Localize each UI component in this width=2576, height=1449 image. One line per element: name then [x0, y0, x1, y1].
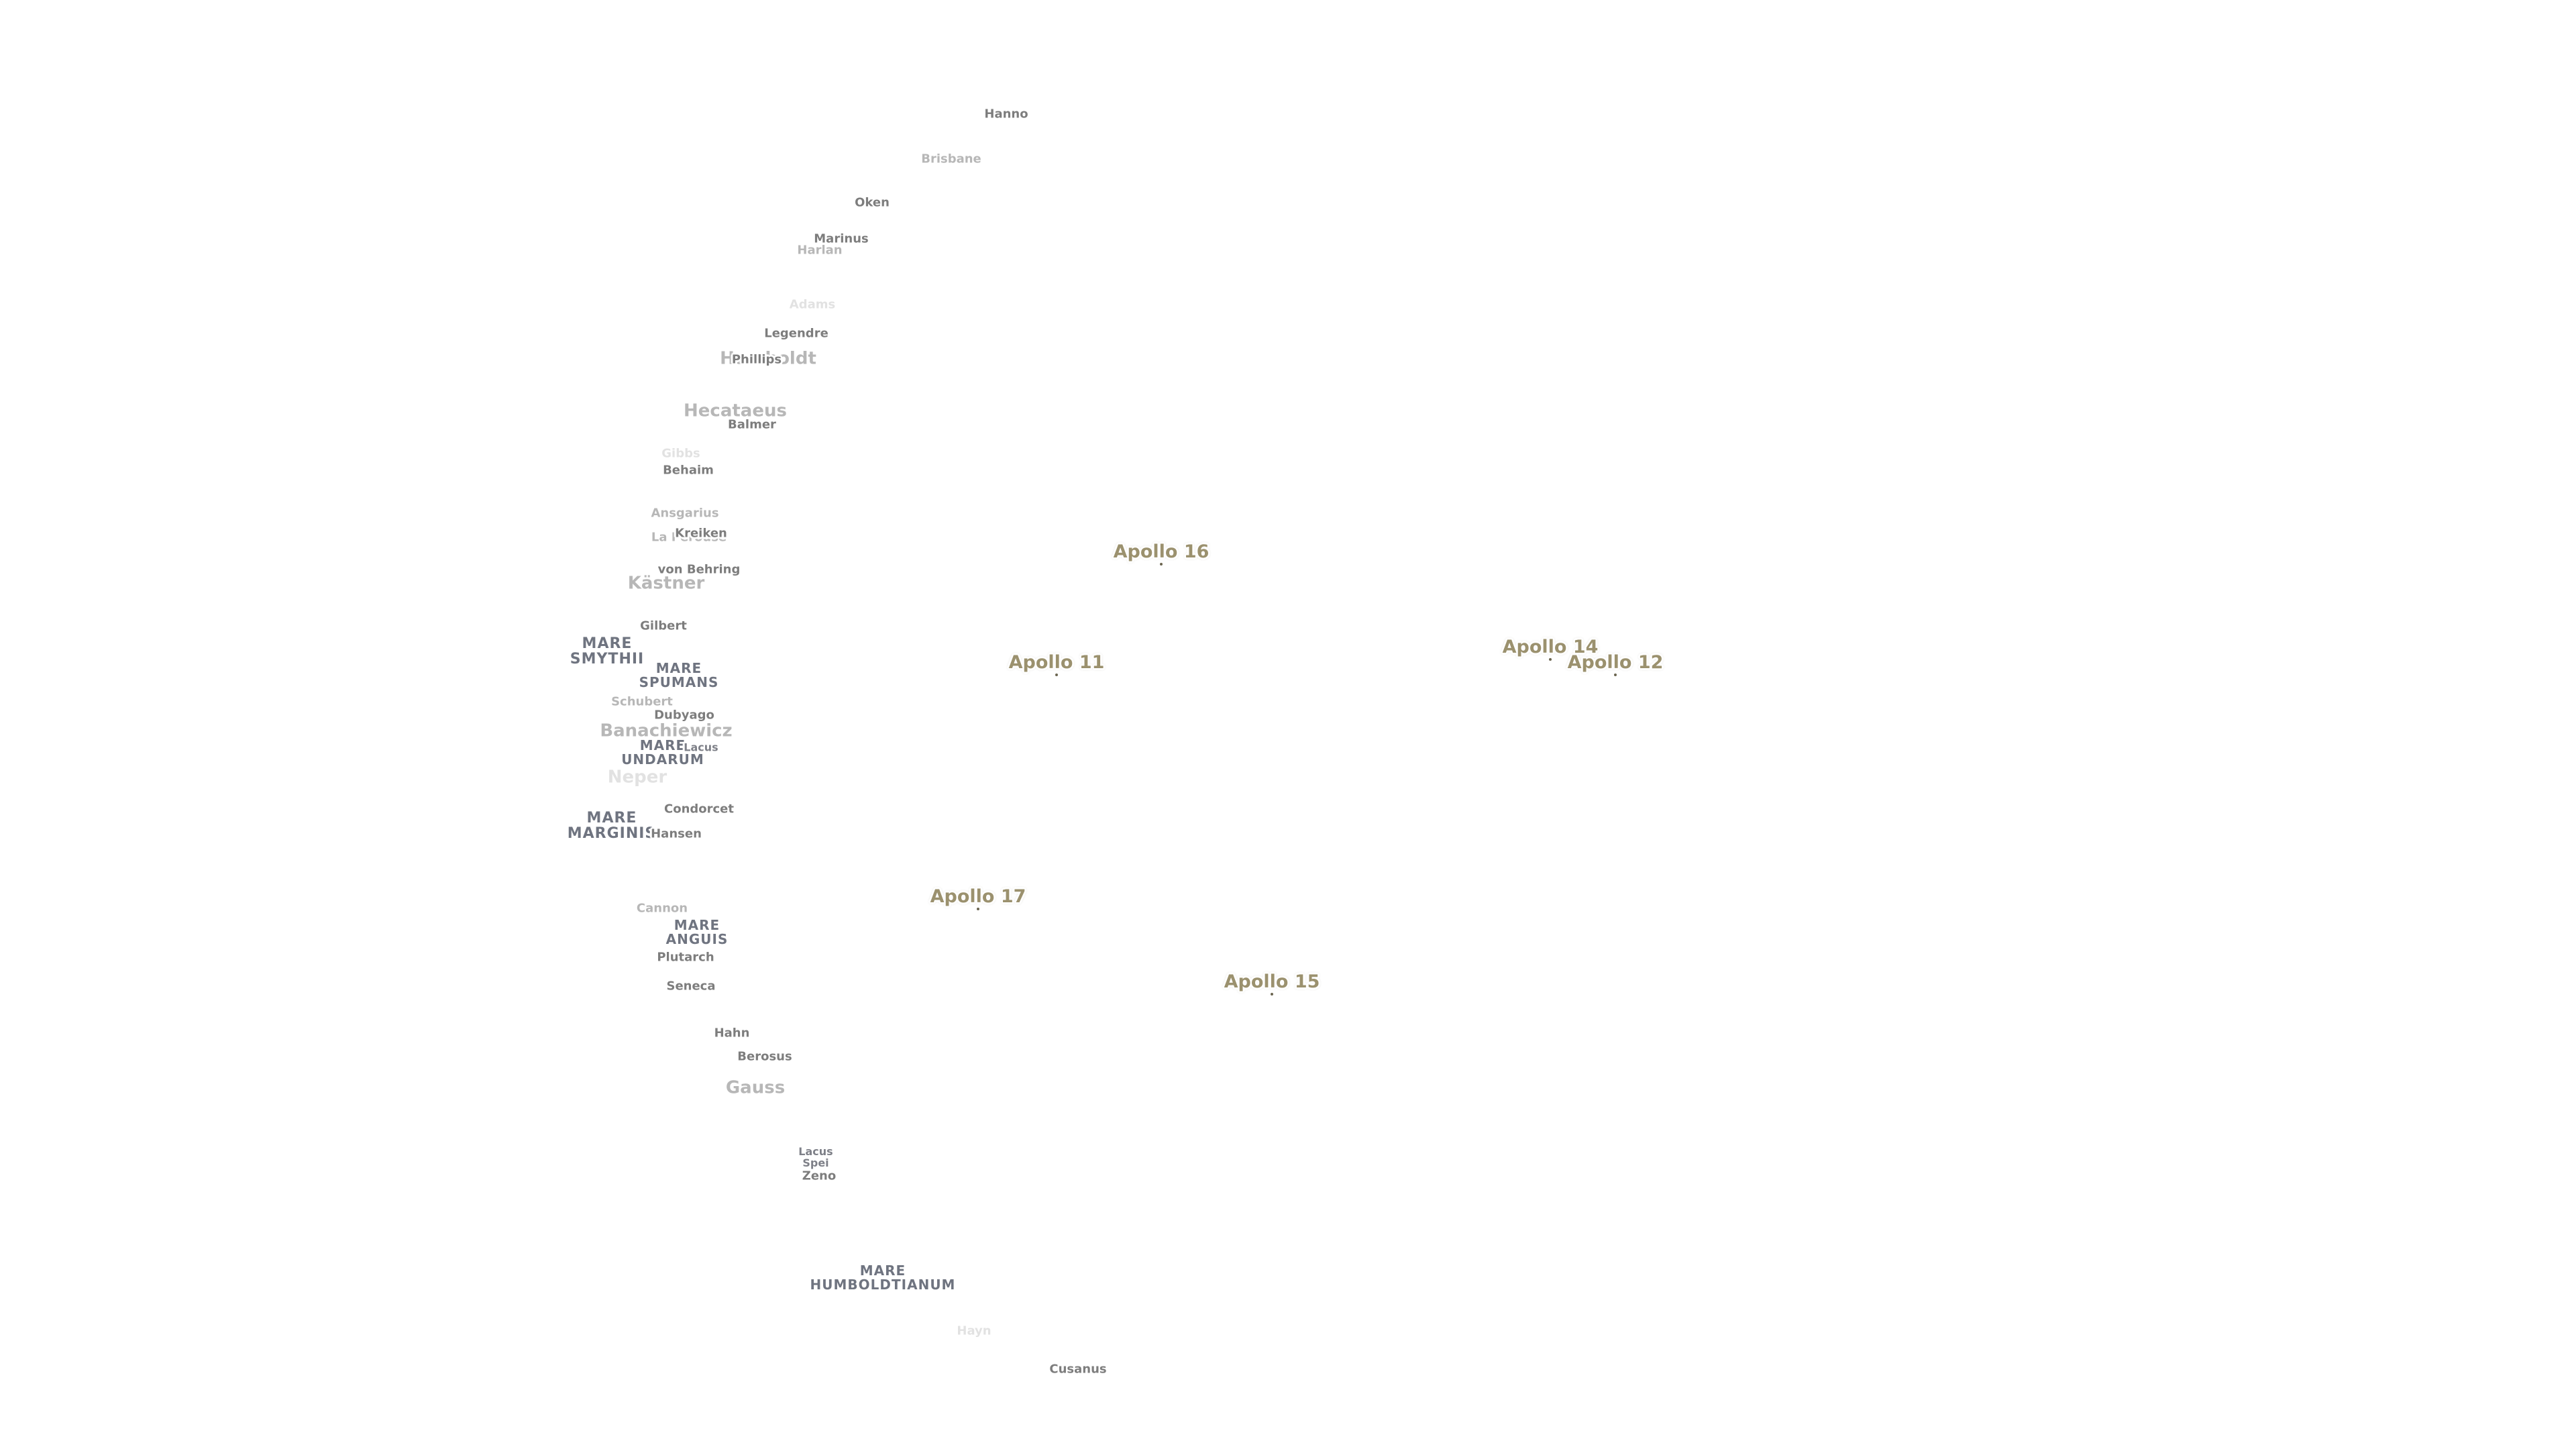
crater-label-hahn: Hahn: [714, 1026, 750, 1040]
crater-label-von-behring: von Behring: [657, 562, 741, 577]
mare-label-smythii: MARE SMYTHII: [570, 635, 645, 667]
crater-label-cannon: Cannon: [636, 901, 688, 916]
crater-label-oken: Oken: [855, 195, 890, 210]
crater-label-plutarch: Plutarch: [657, 950, 714, 965]
crater-label-legendre: Legendre: [764, 326, 828, 341]
mare-label-undarum: MARE UNDARUM: [621, 737, 704, 767]
crater-label-hanno: Hanno: [984, 107, 1028, 121]
mare-label-anguis: MARE ANGUIS: [665, 917, 729, 947]
crater-label-zeno: Zeno: [802, 1169, 837, 1183]
crater-label-schubert: Schubert: [611, 694, 673, 709]
crater-label-cusanus: Cusanus: [1049, 1362, 1107, 1377]
crater-label-brisbane: Brisbane: [921, 152, 981, 166]
apollo-site-label[interactable]: Apollo 16: [1113, 541, 1210, 562]
crater-label-behaim: Behaim: [663, 463, 714, 478]
crater-label-banachiewicz: Banachiewicz: [600, 720, 733, 741]
apollo-site-label[interactable]: Apollo 14: [1502, 636, 1599, 657]
crater-label-berosus: Berosus: [737, 1049, 792, 1064]
crater-label-kastner: Kästner: [627, 573, 705, 594]
crater-label-adams: Adams: [789, 297, 836, 312]
crater-label-harlan: Harlan: [797, 243, 843, 258]
apollo-site-label[interactable]: Apollo 12: [1567, 651, 1664, 673]
crater-label-phillips: Phillips: [731, 352, 782, 367]
landing-marker: [1271, 993, 1273, 996]
crater-label-hecataeus: Hecataeus: [684, 400, 787, 421]
crater-label-neper: Neper: [607, 767, 667, 788]
apollo-site-label[interactable]: Apollo 17: [930, 885, 1026, 907]
mare-label-humboldtianum: MARE HUMBOLDTIANUM: [810, 1263, 956, 1293]
crater-label-hansen: Hansen: [651, 826, 702, 841]
lacus-spei-label: Lacus Spei: [798, 1145, 833, 1169]
crater-label-kreiken: Kreiken: [675, 526, 727, 541]
crater-label-marinus: Marinus: [814, 231, 869, 246]
landing-marker: [1549, 658, 1552, 661]
landing-marker: [977, 908, 979, 910]
crater-label-ansgarius: Ansgarius: [651, 506, 719, 521]
crater-label-la-perouse: La Pérouse: [651, 530, 727, 545]
apollo-site-label[interactable]: Apollo 15: [1224, 971, 1320, 992]
crater-label-gilbert: Gilbert: [640, 619, 687, 633]
crater-label-condorcet: Condorcet: [663, 802, 735, 816]
crater-label-gibbs: Gibbs: [661, 446, 700, 461]
mare-label-marginis: MARE MARGINIS: [567, 809, 657, 842]
landing-marker: [1055, 674, 1058, 676]
crater-label-dubyago: Dubyago: [654, 708, 714, 722]
crater-label-hayn: Hayn: [957, 1324, 991, 1338]
crater-label-gauss: Gauss: [725, 1077, 786, 1098]
crater-label-balmer: Balmer: [728, 417, 776, 432]
landing-marker: [1160, 563, 1163, 566]
lacus-label: Lacus: [684, 741, 718, 754]
apollo-site-label[interactable]: Apollo 11: [1008, 651, 1105, 673]
crater-label-seneca: Seneca: [666, 979, 716, 994]
landing-marker: [1614, 674, 1617, 676]
crater-label-humboldt: Humboldt: [720, 348, 816, 369]
mare-label-spumans: MARE SPUMANS: [639, 660, 719, 690]
